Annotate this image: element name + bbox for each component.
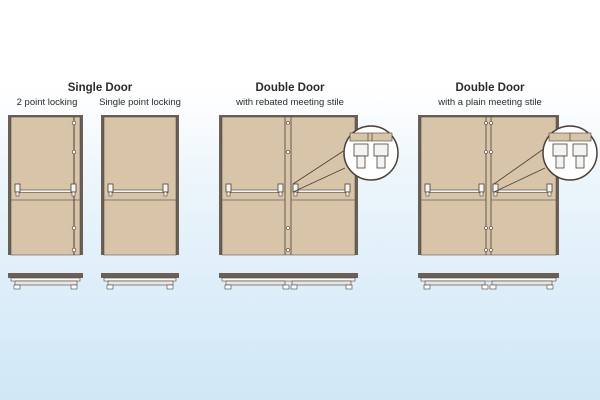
- double-door-rebated: [219, 115, 399, 256]
- subtitle-single-point-locking: Single point locking: [99, 97, 181, 108]
- double-door-plain: [418, 115, 598, 256]
- subtitle-plain-meeting-stile: with a plain meeting stile: [438, 97, 542, 108]
- plan-view-double-plain: [418, 273, 559, 290]
- group-title-double-door-plain: Double Door: [455, 82, 525, 94]
- plan-view-single-single-point: [101, 273, 179, 290]
- subtitle-2-point-locking: 2 point locking: [16, 97, 78, 108]
- group-title-single-door: Single Door: [67, 82, 133, 94]
- plan-view-single-2-point: [8, 273, 83, 290]
- subtitle-rebated-meeting-stile: with rebated meeting stile: [236, 97, 344, 108]
- group-title-double-door-rebated: Double Door: [255, 82, 325, 94]
- single-door-single-point: [101, 115, 179, 256]
- single-door-2-point: [8, 115, 83, 256]
- plan-view-double-rebated: [219, 273, 358, 290]
